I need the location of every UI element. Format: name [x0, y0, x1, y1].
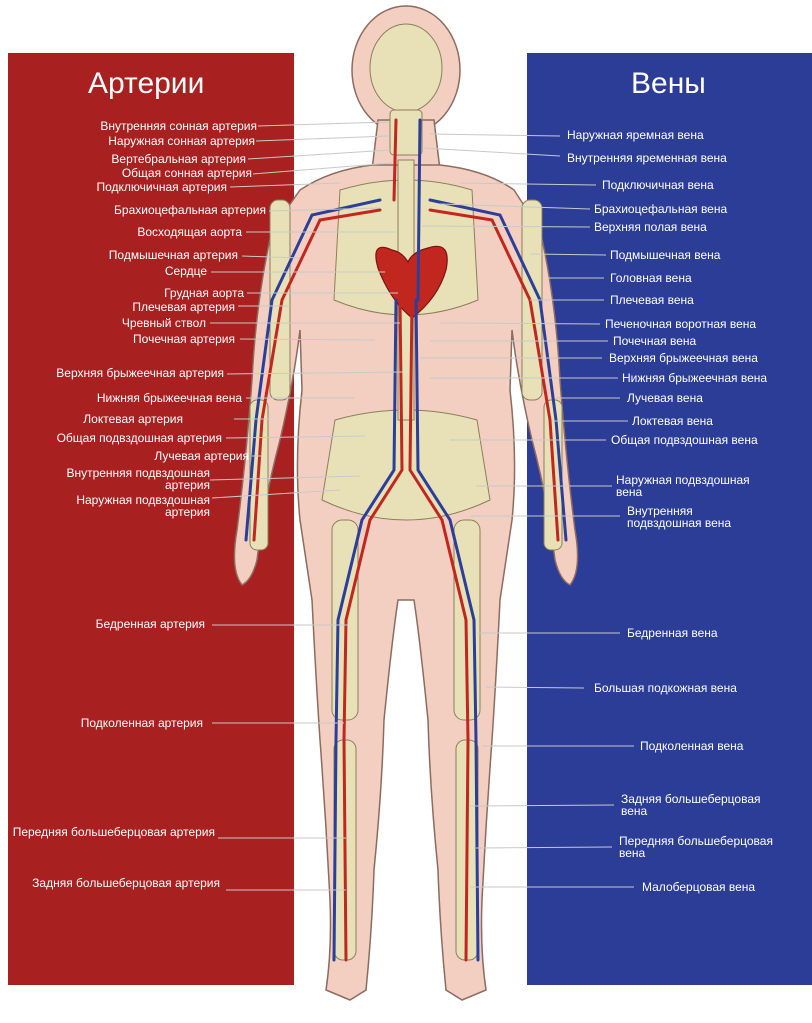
label-hepatic-portal-vein: Печеночная воротная вена — [605, 318, 756, 330]
label-external-carotid-artery: Наружная сонная артерия — [108, 135, 255, 147]
label-anterior-tibial-artery: Передняя большеберцовая артерия — [5, 826, 215, 838]
label-celiac-trunk: Чревный ствол — [122, 317, 206, 329]
label-popliteal-vein: Подколенная вена — [640, 740, 743, 752]
label-posterior-tibial-artery: Задняя большеберцовая артерия — [30, 877, 220, 889]
label-subclavian-artery: Подключичная артерия — [97, 181, 228, 193]
label-inferior-mesenteric-vein-left: Нижняя брыжеечная вена — [97, 392, 242, 404]
label-femoral-vein: Бедренная вена — [627, 627, 718, 639]
label-popliteal-artery: Подколенная артерия — [81, 717, 203, 729]
label-internal-iliac-vein: Внутренняя подвздошная вена — [627, 505, 747, 529]
label-femoral-artery: Бедренная артерия — [96, 618, 205, 630]
label-peroneal-vein: Малоберцовая вена — [642, 881, 755, 893]
label-brachiocephalic-artery: Брахиоцефальная артерия — [114, 204, 266, 216]
label-internal-iliac-artery: Внутренняя подвздошная артерия — [30, 467, 210, 491]
label-external-jugular-vein: Наружная яремная вена — [567, 129, 704, 141]
label-common-carotid-artery: Общая сонная артерия — [122, 167, 252, 179]
label-heart: Сердце — [165, 265, 207, 277]
label-posterior-tibial-vein: Задняя большеберцовая вена — [621, 793, 771, 817]
label-axillary-artery: Подмышечная артерия — [109, 249, 238, 261]
label-common-iliac-artery: Общая подвздошная артерия — [57, 432, 222, 444]
label-radial-artery: Лучевая артерия — [154, 450, 249, 462]
skeleton — [250, 24, 562, 960]
label-external-iliac-vein: Наружная подвздошная вена — [616, 474, 766, 498]
label-brachial-vein: Плечевая вена — [610, 294, 694, 306]
label-radial-vein: Лучевая вена — [627, 392, 703, 404]
label-external-iliac-artery: Наружная подвздошная артерия — [30, 494, 210, 518]
label-superior-vena-cava: Верхняя полая вена — [594, 221, 707, 233]
label-axillary-vein: Подмышечная вена — [610, 249, 720, 261]
label-superior-mesenteric-vein: Верхняя брыжеечная вена — [609, 352, 758, 364]
label-subclavian-vein: Подключичная вена — [602, 179, 714, 191]
label-brachial-artery: Плечевая артерия — [132, 301, 235, 313]
label-thoracic-aorta: Грудная аорта — [164, 287, 244, 299]
label-internal-carotid-artery: Внутренняя сонная артерия — [100, 120, 257, 132]
label-internal-jugular-vein: Внутренняя яременная вена — [567, 152, 727, 164]
label-common-iliac-vein: Общая подвздошная вена — [611, 434, 758, 446]
label-renal-vein: Почечная вена — [613, 335, 696, 347]
label-brachiocephalic-vein: Брахиоцефальная вена — [594, 203, 727, 215]
label-ulnar-artery: Локтевая артерия — [83, 413, 183, 425]
label-anterior-tibial-vein: Передняя большеберцовая вена — [619, 835, 779, 859]
label-great-saphenous-vein: Большая подкожная вена — [594, 682, 737, 694]
label-ulnar-vein: Локтевая вена — [632, 415, 713, 427]
label-cephalic-vein: Головная вена — [610, 272, 692, 284]
label-inferior-mesenteric-vein: Нижняя брыжеечная вена — [622, 372, 767, 384]
label-renal-artery: Почечная артерия — [133, 333, 235, 345]
label-ascending-aorta: Восходящая аорта — [137, 226, 242, 238]
label-vertebral-artery: Вертебральная артерия — [111, 153, 246, 165]
label-superior-mesenteric-artery: Верхняя брыжеечная артерия — [56, 367, 224, 379]
